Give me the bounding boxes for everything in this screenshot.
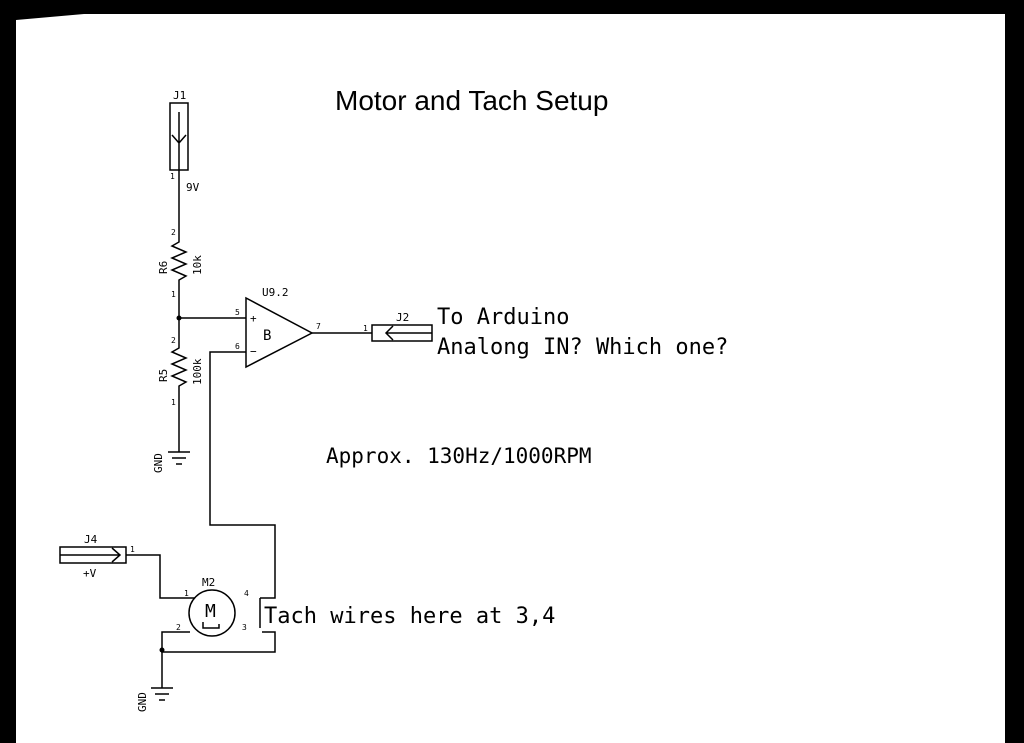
j4-net-label: +V [83, 567, 97, 580]
m2-pin3: 3 [242, 623, 247, 632]
r6-pin-bottom: 1 [171, 290, 176, 299]
u9-plus-sign: + [250, 312, 257, 325]
u9-pin-out: 7 [316, 322, 321, 331]
r5-ref: R5 [157, 369, 170, 382]
motor-icon [188, 589, 236, 637]
wire-j4-to-m2-pin1 [126, 554, 195, 599]
m2-symbol: M [205, 601, 216, 622]
r6-resistor: 2 1 R6 10k [157, 228, 204, 299]
j4-pin: 1 [130, 545, 135, 554]
u9-opamp: U9.2 B + − 5 6 7 [235, 286, 321, 369]
schematic-sheet [16, 14, 1005, 743]
ground-icon [151, 687, 173, 701]
wire-m2-pin2-pin3 [161, 631, 276, 653]
r6-zigzag [170, 238, 188, 286]
note-tach-wires: Tach wires here at 3,4 [264, 604, 555, 629]
u9-unit: B [263, 328, 271, 344]
m2-pin1: 1 [184, 589, 189, 598]
note-analog-in: Analong IN? Which one? [437, 335, 728, 360]
u9-ref: U9.2 [262, 286, 289, 299]
j1-arrow-icon [171, 112, 187, 170]
note-frequency: Approx. 130Hz/1000RPM [326, 444, 592, 468]
j2-pin: 1 [363, 324, 368, 333]
m2-pin2: 2 [176, 623, 181, 632]
ground-symbol-top: GND [152, 451, 190, 473]
j2-arrow-icon [384, 325, 432, 341]
opamp-triangle-icon [245, 296, 314, 369]
j1-connector: J1 1 9V [169, 89, 200, 194]
wire-minus-to-m2-pin4 [209, 351, 276, 599]
motor-brush-icon [202, 622, 220, 629]
j4-arrow-icon [60, 547, 122, 563]
r6-value: 10k [191, 255, 204, 275]
gnd-top-label: GND [152, 453, 165, 473]
j2-connector: J2 1 [363, 311, 433, 342]
j4-ref: J4 [84, 533, 98, 546]
m2-pin4: 4 [244, 589, 249, 598]
u9-pin-plus: 5 [235, 308, 240, 317]
m2-motor: M M2 1 2 3 4 [176, 576, 261, 637]
ground-icon [168, 451, 190, 465]
r5-resistor: 2 1 R5 100k [157, 336, 204, 407]
r5-zigzag [170, 338, 188, 396]
ground-symbol-bottom: GND [136, 687, 173, 712]
diagram-title: Motor and Tach Setup [335, 85, 608, 116]
u9-minus-sign: − [250, 345, 257, 358]
m2-ref: M2 [202, 576, 215, 589]
r5-pin-top: 2 [171, 336, 176, 345]
j1-pin: 1 [170, 172, 175, 181]
r5-pin-bottom: 1 [171, 398, 176, 407]
j2-ref: J2 [396, 311, 409, 324]
r5-value: 100k [191, 358, 204, 385]
note-to-arduino: To Arduino [437, 305, 569, 330]
gnd-bottom-label: GND [136, 692, 149, 712]
j1-net-label: 9V [186, 181, 200, 194]
j1-ref: J1 [173, 89, 186, 102]
r6-ref: R6 [157, 261, 170, 274]
r6-pin-top: 2 [171, 228, 176, 237]
u9-pin-minus: 6 [235, 342, 240, 351]
